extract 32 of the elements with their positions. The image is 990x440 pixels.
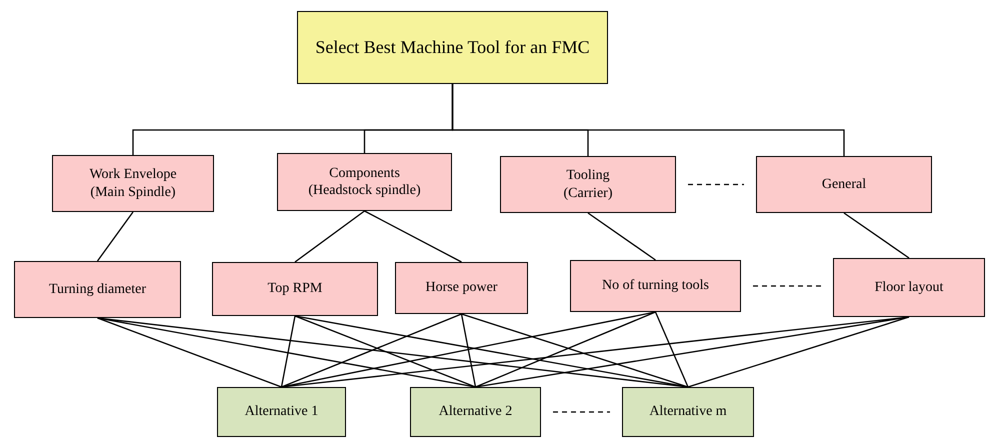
connector-line	[281, 313, 462, 388]
connector-line	[97, 317, 282, 388]
criterion-box: Floor layout	[833, 258, 985, 317]
connector-line	[452, 84, 845, 156]
connector-line	[294, 315, 476, 388]
alternative-box: Alternative 1	[217, 387, 346, 437]
criterion-box: Turning diameter	[14, 261, 181, 318]
dashed-connector	[753, 285, 821, 287]
connector-line	[588, 212, 656, 261]
connector-line	[475, 311, 656, 388]
criterion-box: Horse power	[395, 262, 528, 314]
connector-line	[844, 212, 910, 259]
criterion-box: Components (Headstock spindle)	[277, 153, 452, 211]
criterion-box: Work Envelope (Main Spindle)	[52, 155, 214, 212]
goal-box: Select Best Machine Tool for an FMC	[297, 11, 608, 84]
criterion-box: No of turning tools	[570, 260, 741, 312]
connector-line	[688, 316, 910, 388]
connector-line	[294, 210, 365, 263]
connector-line	[460, 314, 476, 388]
connector-line	[364, 210, 462, 263]
criterion-box: Tooling (Carrier)	[500, 156, 676, 213]
connector-line	[280, 316, 296, 388]
criterion-box: Top RPM	[212, 262, 378, 316]
connector-line	[654, 312, 689, 388]
criterion-box: General	[756, 156, 932, 213]
alternative-box: Alternative m	[622, 387, 754, 437]
connector-line	[461, 313, 688, 388]
connector-line	[97, 317, 476, 388]
connector-line	[96, 212, 134, 262]
dashed-connector	[688, 184, 744, 186]
alternative-box: Alternative 2	[410, 387, 541, 437]
dashed-connector	[553, 411, 610, 413]
